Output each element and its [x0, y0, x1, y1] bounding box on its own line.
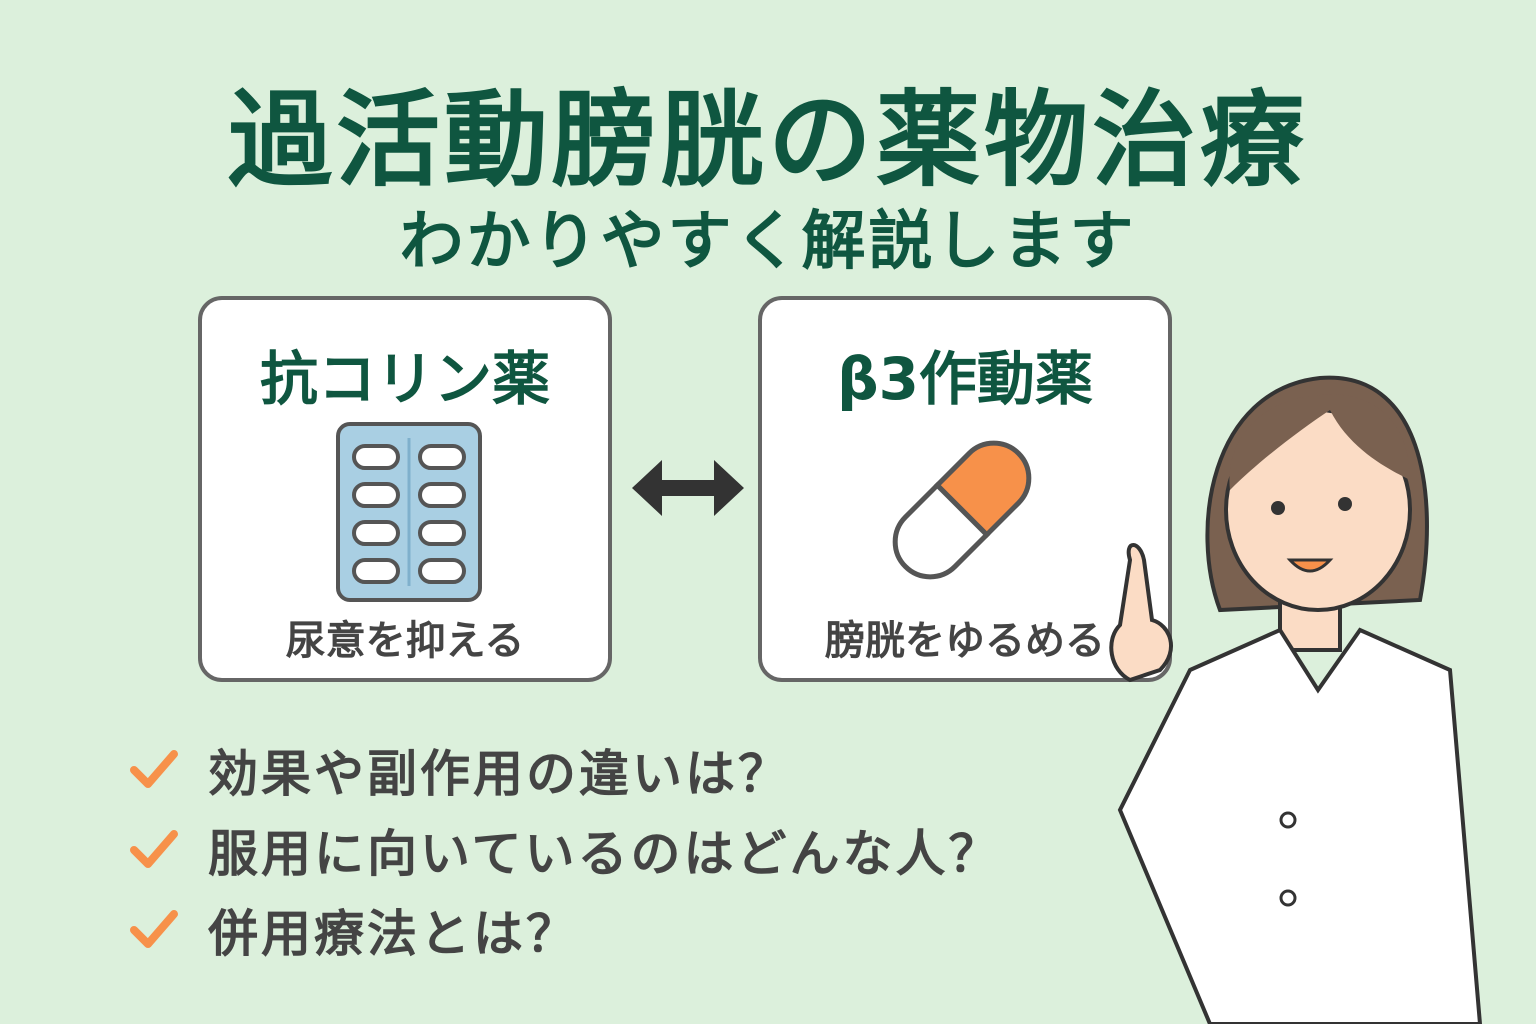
doctor-illustration: [1109, 375, 1483, 1024]
capsule-icon: [892, 440, 1032, 580]
check-icon: [130, 750, 178, 788]
card-caption: 尿意を抑える: [285, 618, 525, 664]
page-subtitle: わかりやすく解説します: [399, 205, 1137, 279]
card-heading: β3作動薬: [837, 345, 1093, 413]
card-anticholinergic: 抗コリン薬 尿意を抑える: [198, 296, 612, 682]
card-beta3: β3作動薬 膀胱をゆるめる: [758, 296, 1172, 682]
card-caption: 膀胱をゆるめる: [825, 618, 1105, 664]
double-arrow-icon: [632, 460, 744, 516]
check-icon: [130, 910, 178, 948]
checklist: 効果や副作用の違いは？ 服用に向いているのはどんな人？ 併用療法とは？: [130, 730, 1002, 970]
check-icon: [130, 830, 178, 868]
card-heading: 抗コリン薬: [259, 345, 550, 413]
checklist-item: 服用に向いているのはどんな人？: [130, 810, 1002, 890]
checklist-item: 併用療法とは？: [130, 890, 1002, 970]
page-title: 過活動膀胱の薬物治療: [227, 79, 1308, 201]
blister-pack-icon: [336, 422, 482, 602]
checklist-item: 効果や副作用の違いは？: [130, 730, 1002, 810]
